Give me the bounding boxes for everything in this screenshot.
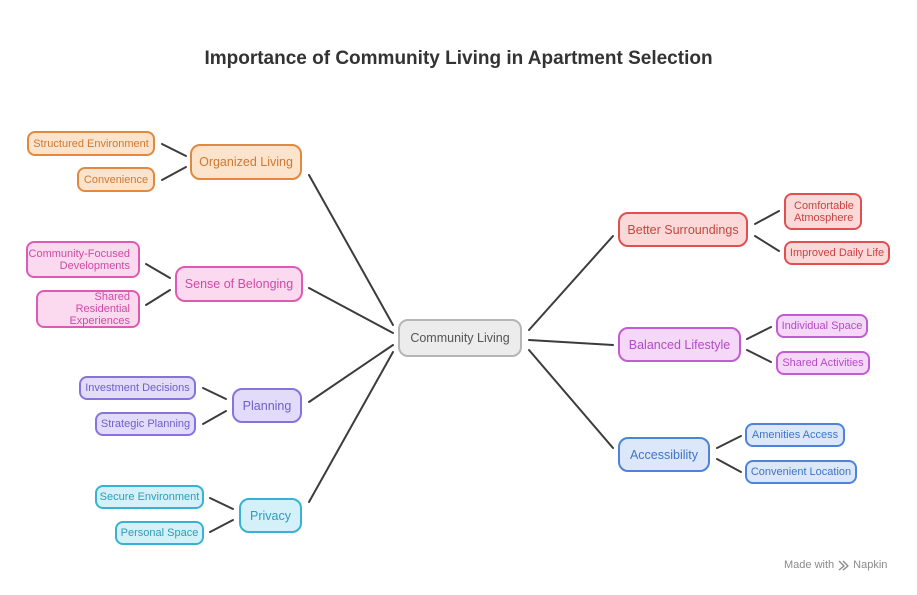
leaf-strategic-planning: Strategic Planning	[95, 412, 196, 436]
connector-accessibility	[528, 349, 614, 449]
leaf-shared-activities: Shared Activities	[776, 351, 870, 375]
node-planning: Planning	[232, 388, 302, 423]
leaf-individual-space: Individual Space	[776, 314, 868, 338]
leaf-structured-environment: Structured Environment	[27, 131, 155, 156]
leaf-personal-space: Personal Space	[115, 521, 204, 545]
node-privacy: Privacy	[239, 498, 302, 533]
connector-organized-living	[308, 174, 394, 326]
connector-balanced-lifestyle	[528, 339, 614, 346]
connector-privacy	[308, 351, 394, 503]
connector-sense-of-belonging	[308, 287, 394, 334]
node-organized-living: Organized Living	[190, 144, 302, 180]
node-sense-of-belonging: Sense of Belonging	[175, 266, 303, 302]
leaf-secure-environment: Secure Environment	[95, 485, 204, 509]
made-with-napkin: Made with Napkin	[784, 559, 888, 571]
page-title: Importance of Community Living in Apartm…	[204, 48, 713, 69]
leaf-amenities-access: Amenities Access	[745, 423, 845, 447]
leaf-shared-residential-experiences: Shared Residential Experiences	[36, 290, 140, 328]
leaf-investment-decisions: Investment Decisions	[79, 376, 196, 400]
leaf-improved-daily-life: Improved Daily Life	[784, 241, 890, 265]
leaf-convenient-location: Convenient Location	[745, 460, 857, 484]
node-balanced-lifestyle: Balanced Lifestyle	[618, 327, 741, 362]
center-node: Community Living	[398, 319, 522, 357]
connector-better-surroundings	[528, 235, 614, 331]
center-node-label: Community Living	[410, 331, 510, 345]
leaf-convenience: Convenience	[77, 167, 155, 192]
node-accessibility: Accessibility	[618, 437, 710, 472]
napkin-logo-icon	[838, 560, 849, 571]
node-better-surroundings: Better Surroundings	[618, 212, 748, 247]
leaf-comfortable-atmosphere: Comfortable Atmosphere	[784, 193, 862, 230]
leaf-community-focused-developments: Community-Focused Developments	[26, 241, 140, 278]
connector-planning	[308, 344, 394, 403]
